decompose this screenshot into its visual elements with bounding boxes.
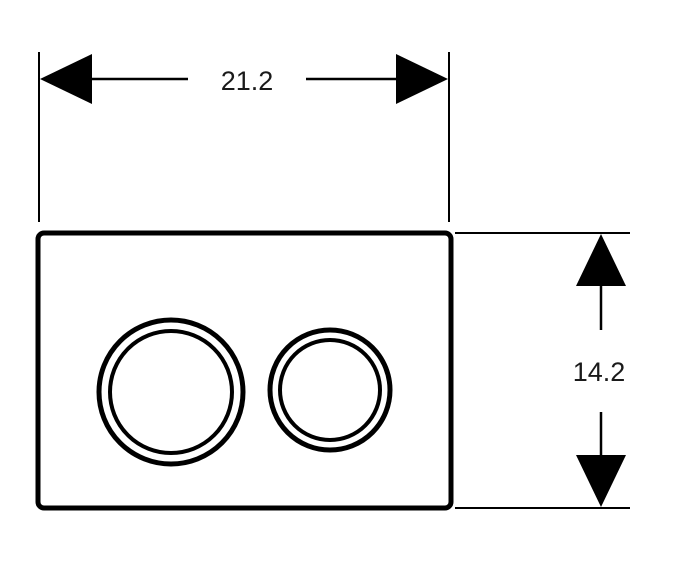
width-label: 21.2 [221,66,274,96]
small-button-outer-ring [267,327,393,453]
large-flush-button [96,317,246,467]
small-flush-button [267,327,393,453]
height-label: 14.2 [573,357,626,387]
small-button-inner-ring [278,338,382,442]
width-arrowhead-left [40,54,92,104]
large-button-outer-ring [96,317,246,467]
large-button-inner-ring [108,329,234,455]
width-arrowhead-right [396,54,448,104]
height-dimension: 14.2 [455,232,630,509]
height-arrowhead-top [576,234,626,286]
width-dimension: 21.2 [38,52,450,222]
height-arrowhead-bottom [576,455,626,507]
flush-plate-outline [35,230,454,511]
